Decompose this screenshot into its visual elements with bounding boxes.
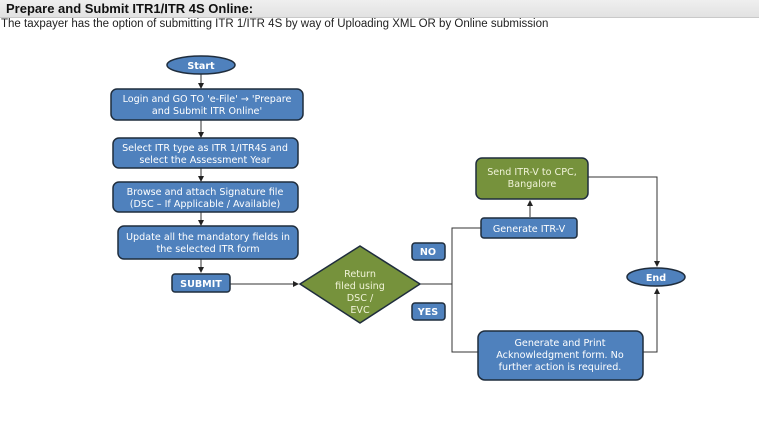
step-login-line-1: Login and GO TO 'e-File' → 'Prepare xyxy=(123,94,292,105)
yes-label-node: YES xyxy=(411,302,446,321)
step-select-itr: Select ITR type as ITR 1/ITR4S and selec… xyxy=(112,137,299,169)
step-login-line-2: and Submit ITR Online' xyxy=(152,106,262,117)
acknowledgment-node: Generate and Print Acknowledgment form. … xyxy=(477,330,644,381)
decision-line-4: EVC xyxy=(350,305,370,316)
step-select-itr-line-1: Select ITR type as ITR 1/ITR4S and xyxy=(122,143,288,154)
no-label: NO xyxy=(420,247,436,258)
connector-ack-to-end xyxy=(643,288,660,353)
page-subtitle: The taxpayer has the option of submittin… xyxy=(1,18,549,30)
step-browse-signature: Browse and attach Signature file (DSC – … xyxy=(112,181,299,213)
submit-label: SUBMIT xyxy=(180,279,222,290)
step-browse-line-1: Browse and attach Signature file xyxy=(127,187,284,198)
start-node: Start xyxy=(166,55,236,75)
step-browse-line-2: (DSC – If Applicable / Available) xyxy=(130,199,280,210)
connector-send-to-end xyxy=(588,176,660,267)
send-itrv-node: Send ITR-V to CPC, Bangalore xyxy=(475,157,589,200)
page-title: Prepare and Submit ITR1/ITR 4S Online: xyxy=(6,1,254,16)
connector-decision-yes xyxy=(451,284,478,353)
title-bar: Prepare and Submit ITR1/ITR 4S Online: xyxy=(0,0,759,18)
step-update-line-2: the selected ITR form xyxy=(156,244,259,255)
send-itrv-line-1: Send ITR-V to CPC, xyxy=(487,167,577,178)
connector-decision-no xyxy=(420,227,481,285)
submit-node: SUBMIT xyxy=(171,273,231,293)
decision-line-3: DSC / xyxy=(347,293,374,304)
ack-line-3: further action is required. xyxy=(499,362,622,373)
no-label-node: NO xyxy=(411,242,446,261)
step-select-itr-line-2: select the Assessment Year xyxy=(139,155,270,166)
end-node: End xyxy=(626,267,686,287)
step-update-line-1: Update all the mandatory fields in xyxy=(126,232,290,243)
generate-itrv-label: Generate ITR-V xyxy=(493,224,566,235)
step-update-fields: Update all the mandatory fields in the s… xyxy=(117,225,299,260)
decision-line-2: filed using xyxy=(335,281,385,292)
step-login: Login and GO TO 'e-File' → 'Prepare and … xyxy=(110,88,304,121)
generate-itrv-node: Generate ITR-V xyxy=(480,217,578,239)
yes-label: YES xyxy=(417,307,439,318)
ack-line-1: Generate and Print xyxy=(514,338,605,349)
decision-node: Return filed using DSC / EVC xyxy=(298,245,422,324)
send-itrv-line-2: Bangalore xyxy=(508,179,557,190)
decision-line-1: Return xyxy=(344,269,376,280)
ack-line-2: Acknowledgment form. No xyxy=(496,350,624,361)
end-label: End xyxy=(646,273,666,284)
start-label: Start xyxy=(187,61,215,72)
